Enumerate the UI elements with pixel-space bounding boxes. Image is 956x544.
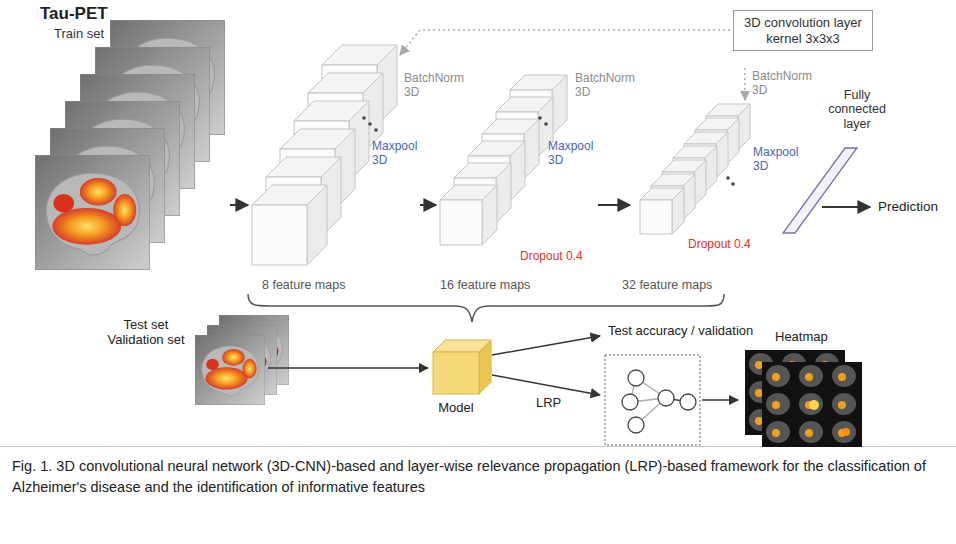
output-label: Test accuracy / validation [608, 324, 753, 339]
feature-map [440, 185, 497, 245]
feature-count: 8 feature maps [262, 278, 345, 292]
layer-label: BatchNorm 3D [575, 72, 645, 100]
dataset-label: Test set Validation set [98, 318, 194, 348]
feature-count: 32 feature maps [622, 278, 712, 292]
layer-label: Maxpool 3D [372, 140, 432, 168]
figure-caption: Fig. 1. 3D convolutional neural network … [12, 456, 937, 498]
fc-layer: Fully connected layer [775, 88, 893, 238]
layer-label: BatchNorm 3D [752, 70, 822, 98]
node-text: Model [425, 400, 487, 415]
layer-label: BatchNorm 3D [404, 72, 474, 100]
model-cube: Model [425, 336, 500, 426]
dataset-title: Tau-PET [40, 4, 108, 24]
feature-map [252, 185, 327, 265]
feature-count: 16 feature maps [440, 278, 530, 292]
dropout-label: Dropout 0.4 [688, 238, 751, 252]
dropout-label: Dropout 0.4 [520, 250, 583, 264]
output-label: Prediction [878, 199, 938, 215]
node-text: Fully connected layer [821, 88, 893, 131]
conv-layer-box: 3D convolution layer kernel 3x3x3 [733, 10, 873, 51]
method-label: LRP [536, 396, 561, 411]
output-label: Heatmap [775, 330, 828, 345]
dataset-label: Train set [54, 27, 104, 42]
layer-label: Maxpool 3D [753, 146, 803, 174]
brain-volume [35, 155, 150, 270]
node-text: 3D convolution layer kernel 3x3x3 [740, 15, 866, 46]
model-cube-shape [425, 336, 500, 396]
layer-label: Maxpool 3D [548, 140, 598, 168]
feature-map [640, 188, 684, 234]
